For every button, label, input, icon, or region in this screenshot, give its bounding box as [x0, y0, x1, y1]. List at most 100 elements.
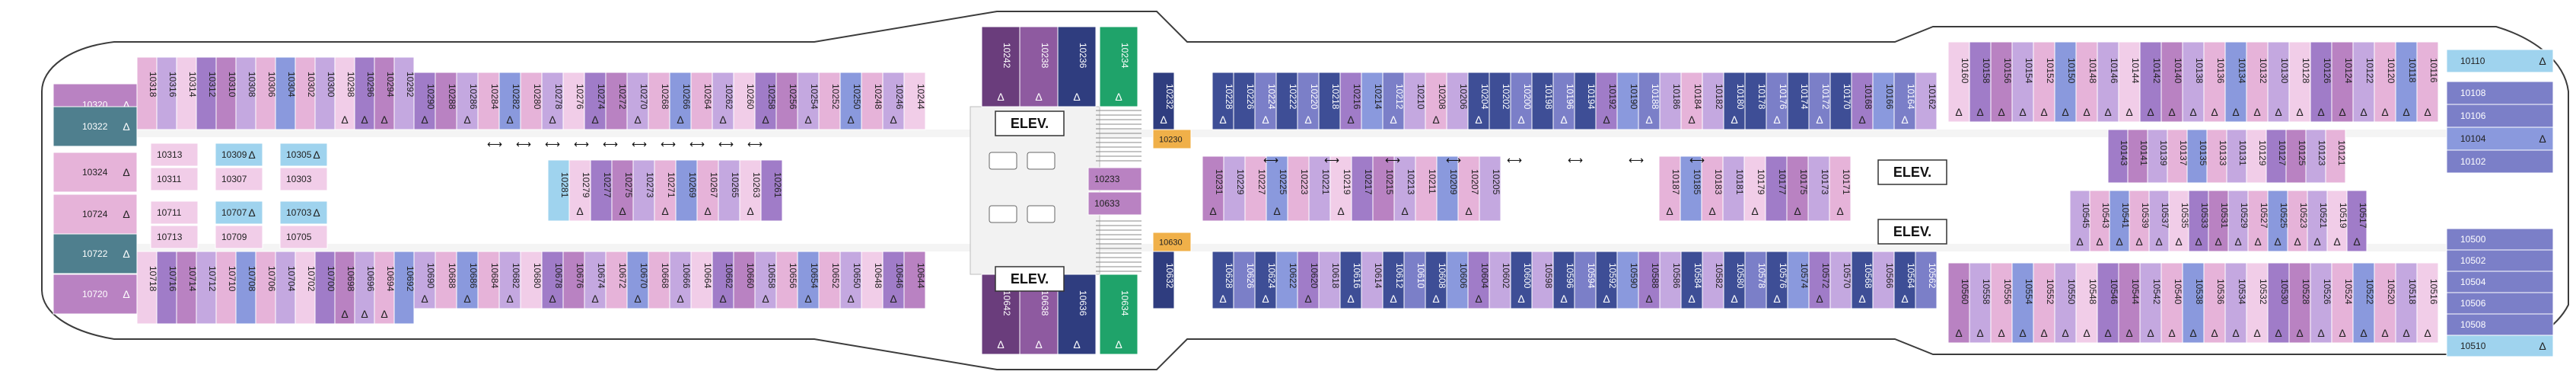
- cabin-10306[interactable]: 10306: [255, 56, 277, 130]
- cabin-10288[interactable]: 10288: [435, 72, 457, 130]
- cabin-10692[interactable]: 10692: [393, 251, 416, 325]
- cabin-10714[interactable]: 10714: [176, 251, 198, 325]
- cabin-10226[interactable]: 10226: [1233, 72, 1256, 130]
- cabin-10718[interactable]: 10718: [136, 251, 158, 325]
- cabin-10504[interactable]: 10504: [2446, 271, 2554, 293]
- cabin-10711[interactable]: 10711: [150, 200, 199, 225]
- cabin-10292[interactable]: 10292: [393, 56, 416, 130]
- cabin-10173[interactable]: 10173: [1807, 155, 1830, 222]
- cabin-10705[interactable]: 10705: [279, 225, 328, 249]
- cabin-10209[interactable]: 10209: [1436, 155, 1459, 222]
- cabin-10656[interactable]: 10656: [775, 251, 798, 309]
- cabin-10709[interactable]: 10709: [215, 225, 263, 249]
- cabin-10102[interactable]: 10102: [2446, 149, 2554, 174]
- cabin-10308[interactable]: 10308: [235, 56, 257, 130]
- cabin-10598[interactable]: 10598: [1531, 251, 1554, 309]
- cabin-10712[interactable]: 10712: [196, 251, 218, 325]
- cabin-10244[interactable]: 10244: [903, 72, 926, 130]
- cabin-10121[interactable]: 10121: [2325, 129, 2347, 184]
- cabin-10264[interactable]: 10264: [690, 72, 713, 130]
- cabin-10206[interactable]: 10206: [1446, 72, 1469, 130]
- cabin-10230[interactable]: 10230: [1152, 129, 1192, 149]
- cabin-10272[interactable]: 10272: [605, 72, 628, 130]
- cabin-10302[interactable]: 10302: [295, 56, 317, 130]
- cabin-10606[interactable]: 10606: [1446, 251, 1469, 309]
- cabin-10570[interactable]: 10570: [1829, 251, 1852, 309]
- cabin-10139[interactable]: 10139: [2147, 129, 2169, 184]
- cabin-10648[interactable]: 10648: [861, 251, 884, 309]
- cabin-10181[interactable]: 10181: [1722, 155, 1745, 222]
- cabin-10314[interactable]: 10314: [176, 56, 198, 130]
- cabin-10307[interactable]: 10307: [215, 167, 263, 191]
- cabin-10223[interactable]: 10223: [1287, 155, 1310, 222]
- cabin-10260[interactable]: 10260: [733, 72, 756, 130]
- cabin-10574[interactable]: 10574: [1787, 251, 1810, 309]
- cabin-10680[interactable]: 10680: [520, 251, 543, 309]
- cabin-10706[interactable]: 10706: [255, 251, 277, 325]
- cabin-10256[interactable]: 10256: [775, 72, 798, 130]
- cabin-10284[interactable]: 10284: [477, 72, 500, 130]
- cabin-10273[interactable]: 10273: [632, 159, 655, 222]
- cabin-10214[interactable]: 10214: [1361, 72, 1384, 130]
- cabin-10602[interactable]: 10602: [1489, 251, 1511, 309]
- cabin-10182[interactable]: 10182: [1702, 72, 1724, 130]
- cabin-10186[interactable]: 10186: [1659, 72, 1682, 130]
- cabin-10312[interactable]: 10312: [196, 56, 218, 130]
